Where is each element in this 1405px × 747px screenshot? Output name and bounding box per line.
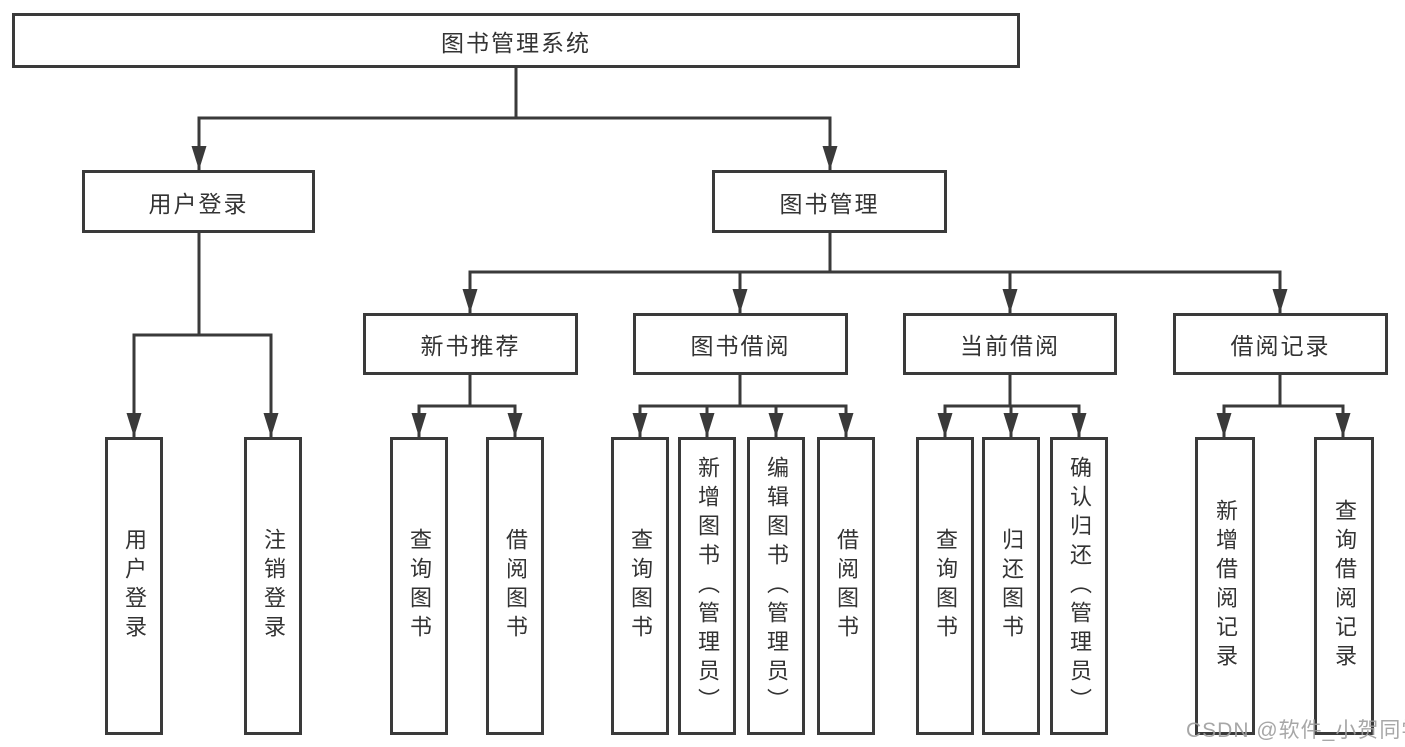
node-query-borrow-record: 查询借阅记录 [1314, 437, 1374, 735]
node-label: 查询图书 [407, 528, 432, 644]
node-label: 查询图书 [628, 528, 653, 644]
node-current-borrow: 当前借阅 [903, 313, 1117, 375]
node-label: 新增借阅记录 [1213, 499, 1238, 673]
node-label: 借阅图书 [834, 528, 859, 644]
node-book-borrow: 图书借阅 [633, 313, 848, 375]
node-label: 借阅图书 [503, 528, 528, 644]
node-label: 确认归还（管理员） [1067, 455, 1092, 717]
node-label: 用户登录 [122, 528, 147, 644]
node-edit-book-admin: 编辑图书（管理员） [747, 437, 805, 735]
node-borrow-books-2: 借阅图书 [817, 437, 875, 735]
node-label: 编辑图书（管理员） [764, 455, 789, 717]
node-label: 查询图书 [933, 528, 958, 644]
node-borrow-books-1: 借阅图书 [486, 437, 544, 735]
node-label: 归还图书 [999, 528, 1024, 644]
node-new-book-recommend: 新书推荐 [363, 313, 578, 375]
node-confirm-return-admin: 确认归还（管理员） [1050, 437, 1108, 735]
node-return-book: 归还图书 [982, 437, 1040, 735]
node-borrow-records: 借阅记录 [1173, 313, 1388, 375]
node-add-borrow-record: 新增借阅记录 [1195, 437, 1255, 735]
node-query-books-1: 查询图书 [390, 437, 448, 735]
watermark: CSDN @软件_小贺同学 [1186, 719, 1405, 742]
node-logout: 注销登录 [244, 437, 302, 735]
node-query-books-3: 查询图书 [916, 437, 974, 735]
node-root: 图书管理系统 [12, 13, 1020, 68]
node-label: 新增图书（管理员） [695, 455, 720, 717]
node-label: 注销登录 [261, 528, 286, 644]
node-query-books-2: 查询图书 [611, 437, 669, 735]
node-book-management: 图书管理 [712, 170, 947, 233]
node-label: 查询借阅记录 [1332, 499, 1357, 673]
node-user-login: 用户登录 [82, 170, 315, 233]
node-user-login-leaf: 用户登录 [105, 437, 163, 735]
node-add-book-admin: 新增图书（管理员） [678, 437, 736, 735]
